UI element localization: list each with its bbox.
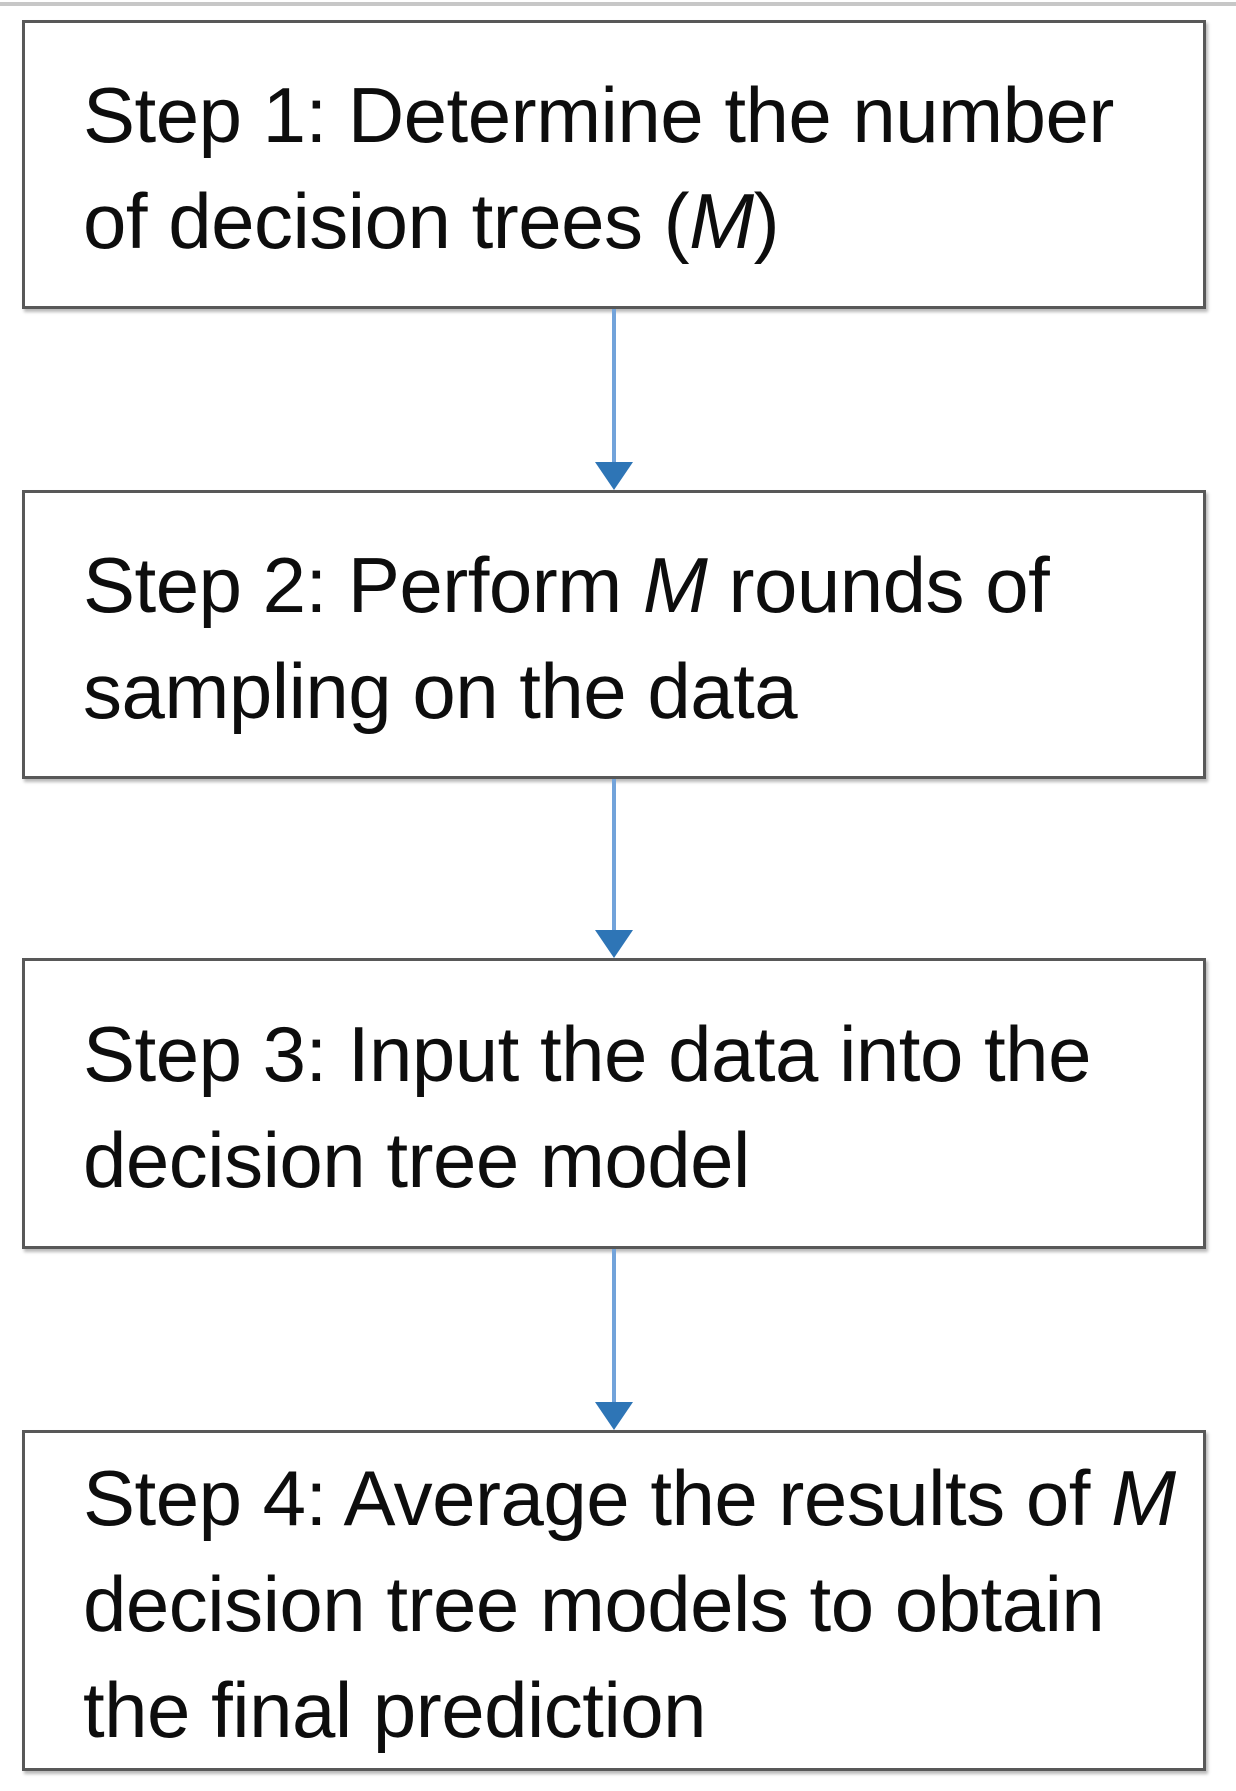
step-2-text-line: sampling on the data	[83, 646, 798, 735]
arrow-down-icon	[595, 1402, 633, 1430]
step-1-text-line: Step 1: Determine the number	[83, 70, 1114, 159]
figure-top-rule	[0, 2, 1236, 6]
arrow-step3-to-step4	[595, 1249, 633, 1430]
arrow-shaft	[612, 779, 616, 930]
arrow-shaft	[612, 309, 616, 462]
step-4-text-line: Step 4: Average the results of M	[83, 1453, 1176, 1542]
arrow-step2-to-step3	[595, 779, 633, 958]
arrow-step1-to-step2	[595, 309, 633, 490]
arrow-down-icon	[595, 462, 633, 490]
arrow-down-icon	[595, 930, 633, 958]
flow-box-step-3: Step 3: Input the data into the decision …	[22, 958, 1206, 1249]
step-2-text-line: Step 2: Perform M rounds of	[83, 540, 1050, 629]
step-3-text-line: Step 3: Input the data into the	[83, 1009, 1091, 1098]
flow-box-step-4: Step 4: Average the results of M decision…	[22, 1430, 1206, 1771]
step-3-text-line: decision tree model	[83, 1115, 750, 1204]
step-4-text-line: the final prediction	[83, 1665, 707, 1754]
arrow-shaft	[612, 1249, 616, 1402]
flow-box-step-2: Step 2: Perform M rounds of sampling on t…	[22, 490, 1206, 779]
step-1-text-line: of decision trees (M)	[83, 176, 780, 265]
step-4-text-line: decision tree models to obtain	[83, 1559, 1105, 1648]
flow-box-step-1: Step 1: Determine the number of decision …	[22, 20, 1206, 309]
